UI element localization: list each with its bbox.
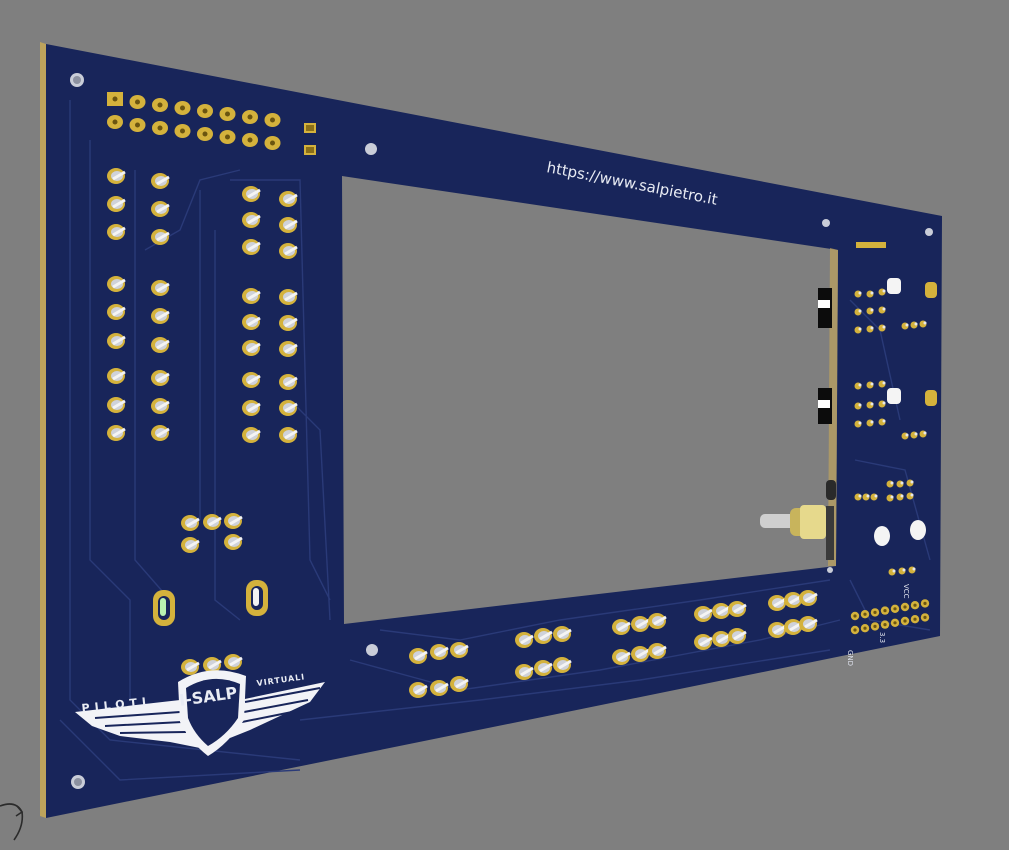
led-slots bbox=[153, 580, 268, 626]
right-components bbox=[818, 242, 937, 546]
right-wing bbox=[230, 682, 325, 738]
pin-label-3v3: 3.3 bbox=[878, 632, 886, 643]
pcb-board-edge bbox=[40, 42, 46, 818]
rotary-encoder bbox=[760, 505, 834, 560]
switch-screw-terminals bbox=[107, 168, 818, 698]
pcb-board bbox=[46, 44, 942, 818]
mounting-holes bbox=[70, 73, 933, 789]
pin-label-gnd: GND bbox=[846, 650, 854, 666]
small-pads bbox=[854, 288, 927, 576]
isalp-logo: I-SALP PILOTI VIRTUALI bbox=[75, 670, 325, 756]
pin-header bbox=[850, 599, 930, 635]
header-pads bbox=[107, 92, 281, 150]
pin-labels: GND 3.3 VCC bbox=[846, 584, 910, 666]
smd-pads-top bbox=[304, 123, 316, 155]
rotate-cursor-icon bbox=[0, 803, 24, 841]
pin-label-vcc: VCC bbox=[902, 584, 910, 599]
